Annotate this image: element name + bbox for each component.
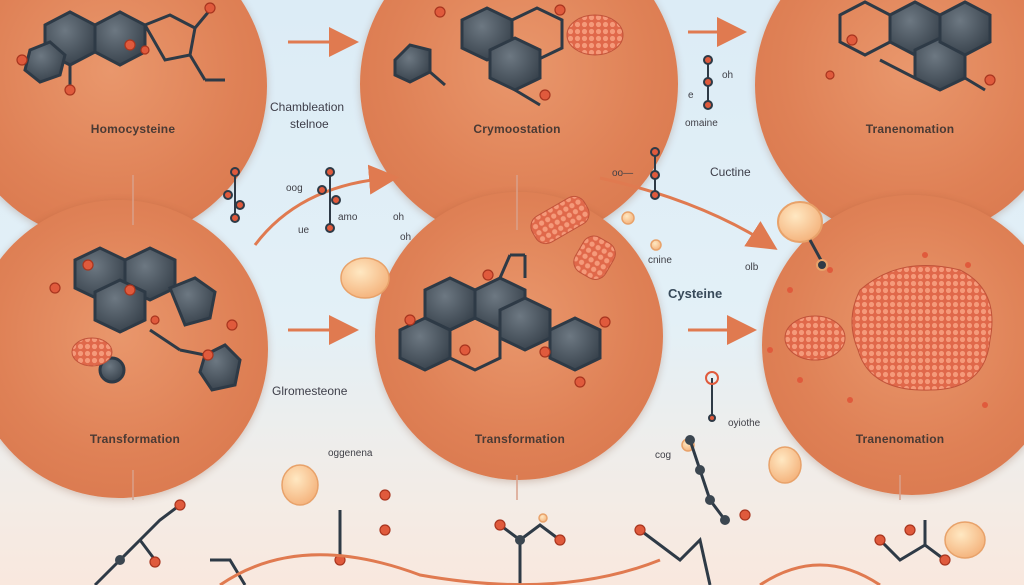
note-oggenena: oggenena	[328, 448, 373, 459]
note-cog: cog	[655, 450, 671, 461]
note-e: e	[688, 90, 694, 101]
label-crymoostation: Crymoostation	[473, 122, 560, 136]
cluster-crymoostation	[567, 15, 623, 55]
floating-blobs	[282, 212, 801, 522]
note-cnine: cnine	[648, 255, 672, 266]
note-glromesteone: Glromesteone	[272, 384, 347, 398]
note-oh-top: oh	[722, 70, 733, 81]
note-olb: olb	[745, 262, 758, 273]
molecule-crymoostation	[395, 8, 562, 105]
note-stelnoe: stelnoe	[290, 117, 329, 131]
molecule-tranenomation-top	[840, 2, 990, 90]
note-ue: ue	[298, 225, 309, 236]
note-amo: amo	[338, 212, 357, 223]
label-tranenomation-top: Tranenomation	[866, 122, 955, 136]
note-omaine: omaine	[685, 118, 718, 129]
note-cuctine: Cuctine	[710, 165, 751, 179]
blob-right	[778, 202, 827, 270]
note-oyiothe: oyiothe	[728, 418, 760, 429]
note-chambleation: Chambleation	[270, 100, 344, 114]
molecule-transformation-center	[400, 255, 600, 370]
label-tranenomation-bottom: Tranenomation	[856, 432, 945, 446]
note-oog: oog	[286, 183, 303, 194]
note-oo: oo—	[612, 168, 633, 179]
label-homocysteine: Homocysteine	[91, 122, 175, 136]
note-cysteine: Cysteine	[668, 286, 722, 301]
bottom-molecules	[95, 440, 945, 585]
label-transformation-center: Transformation	[475, 432, 565, 446]
note-oh-mid2: oh	[400, 232, 411, 243]
cluster-tranenomation-bottom	[785, 266, 992, 391]
cluster-center	[527, 192, 620, 284]
label-transformation-left: Transformation	[90, 432, 180, 446]
note-oh-mid1: oh	[393, 212, 404, 223]
cluster-left	[72, 338, 112, 366]
